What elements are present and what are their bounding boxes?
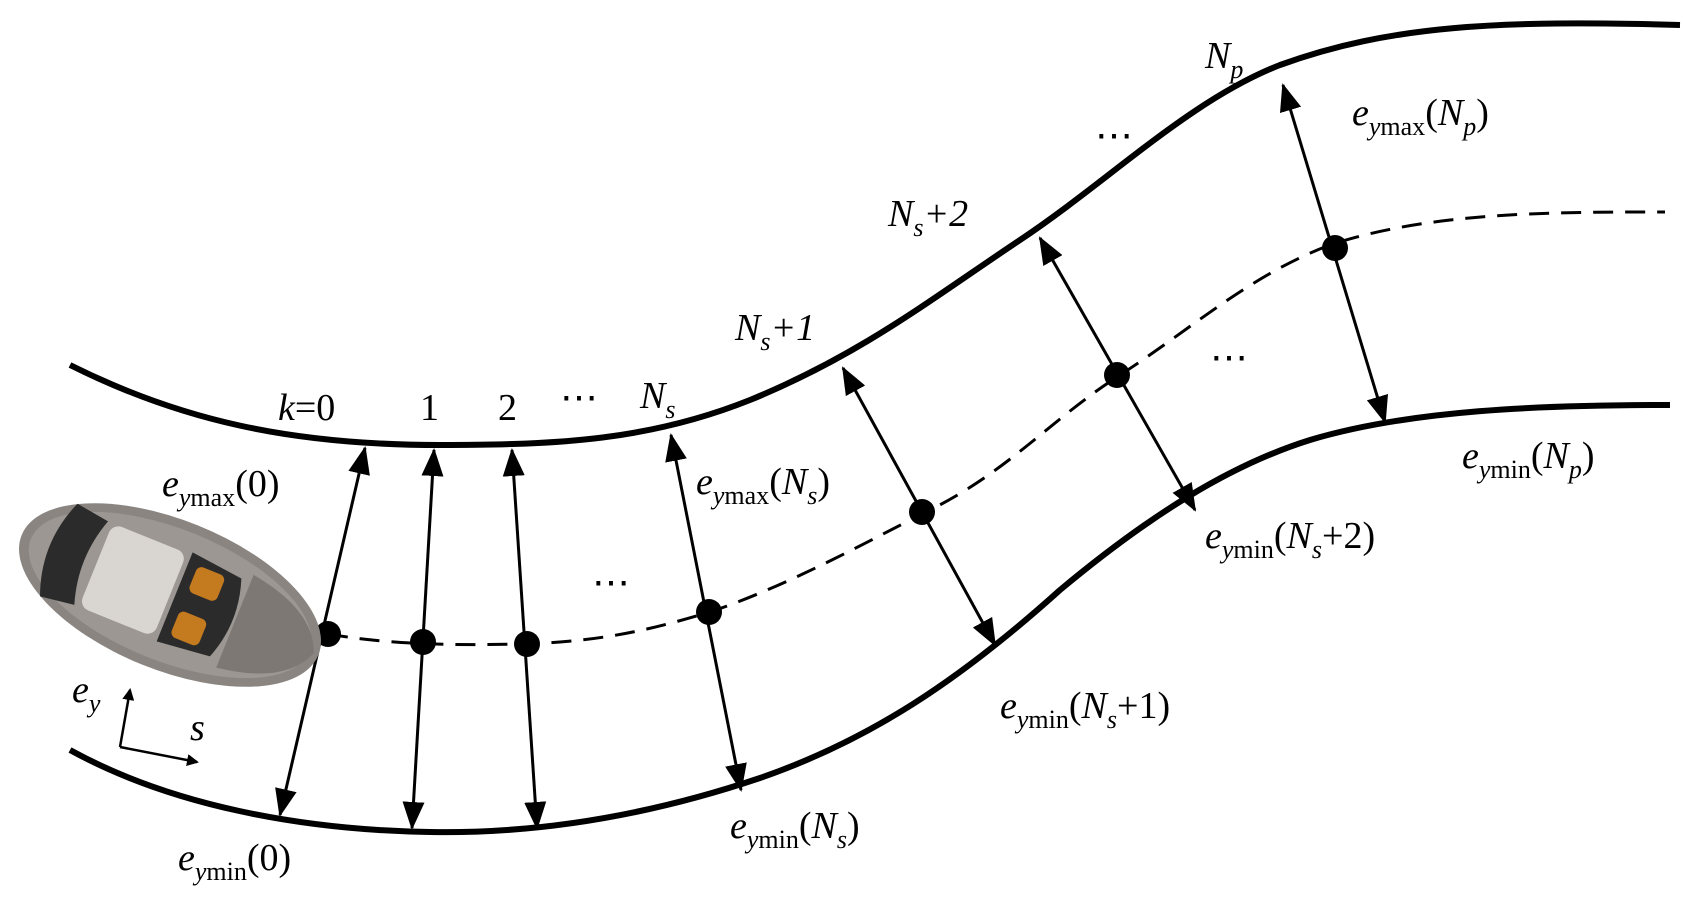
point-Np: [1322, 235, 1348, 261]
ey-axis-arrow: [118, 688, 135, 748]
label-eymax-Np: eymax(Np): [1352, 92, 1489, 141]
label-Ns-plus-1: Ns+1: [734, 307, 815, 356]
label-dots-2: ⋯: [1095, 115, 1133, 157]
label-eymin-Ns-plus-2: eymin(Ns+2): [1205, 515, 1375, 564]
sample-points: [315, 235, 1348, 657]
point-k1: [410, 629, 436, 655]
point-Ns1: [909, 499, 935, 525]
label-dots-3: ⋯: [592, 562, 630, 604]
label-eymax-0: eymax(0): [162, 463, 280, 512]
label-Np: Np: [1204, 35, 1243, 84]
s-axis-arrow: [119, 745, 199, 766]
bound-arrows: [275, 83, 1388, 830]
point-Ns2: [1104, 362, 1130, 388]
label-1: 1: [420, 387, 439, 429]
label-2: 2: [498, 387, 517, 429]
label-k0: k=0: [278, 387, 335, 429]
label-eymin-Np: eymin(Np): [1462, 435, 1595, 484]
point-k0: [315, 621, 341, 647]
point-Ns: [696, 599, 722, 625]
vehicle-image: [19, 503, 321, 687]
upper-road-boundary: [68, 20, 1681, 449]
frenet-axes: [118, 688, 199, 766]
lower-road-boundary: [68, 402, 1671, 836]
label-eymax-Ns: eymax(Ns): [696, 461, 830, 510]
label-dots-1: ⋯: [560, 377, 598, 419]
label-s-axis: s: [190, 707, 205, 749]
label-eymin-Ns: eymin(Ns): [730, 805, 860, 854]
label-ey-axis: ey: [72, 669, 101, 718]
label-Ns: Ns: [639, 375, 675, 424]
point-k2: [514, 631, 540, 657]
label-eymin-Ns-plus-1: eymin(Ns+1): [1000, 685, 1170, 734]
reference-centerline: [327, 210, 1666, 647]
label-dots-4: ⋯: [1210, 337, 1248, 379]
label-Ns-plus-2: Ns+2: [887, 193, 968, 242]
label-eymin-0: eymin(0): [178, 837, 291, 886]
